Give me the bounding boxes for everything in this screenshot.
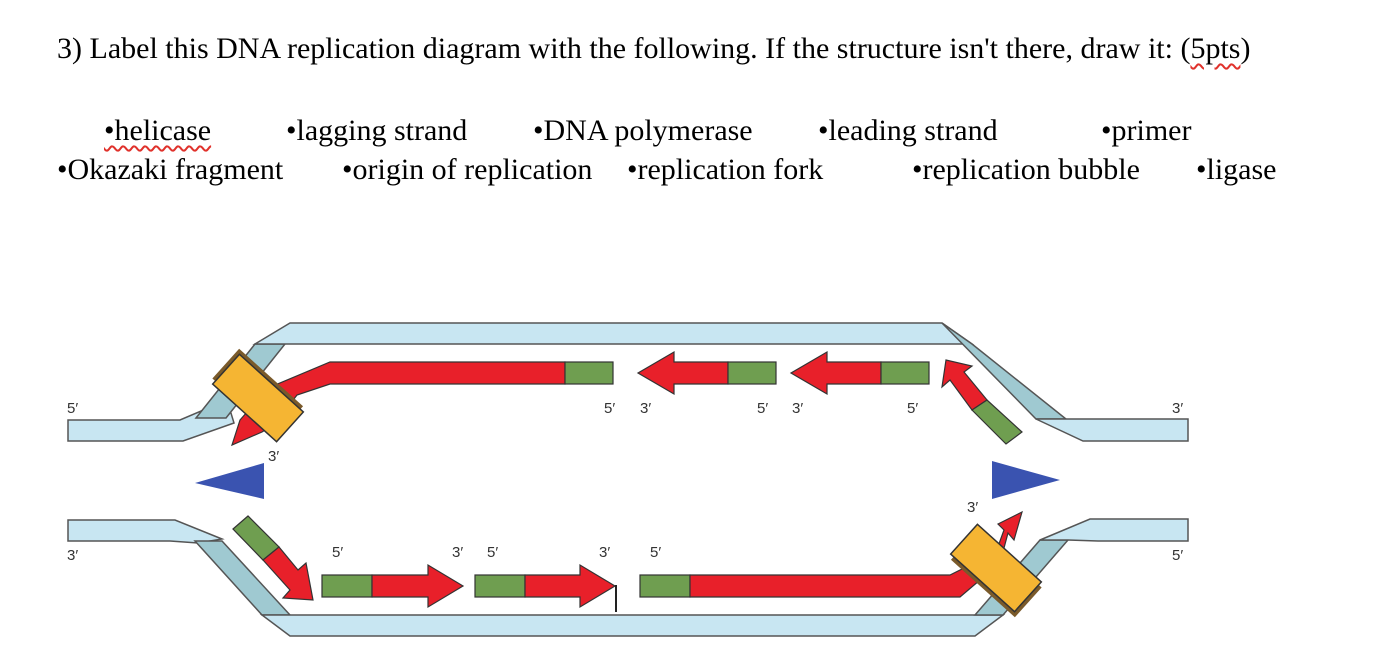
parent-strand-bottom-left-arm xyxy=(67,519,225,544)
bottom-primer-1 xyxy=(321,574,373,598)
top-primer-2 xyxy=(727,361,777,385)
term-lagging-strand: •lagging strand xyxy=(286,114,468,147)
term-origin-of-replication: •origin of replication xyxy=(342,153,593,186)
label-top-left-5: 5′ xyxy=(67,400,78,417)
top-okazaki-fragment-2 xyxy=(636,350,729,396)
label-top-frag1-5: 5′ xyxy=(604,400,615,417)
label-top-frag1-3: 3′ xyxy=(640,400,651,417)
question-prefix: 3) Label this DNA replication diagram wi… xyxy=(57,32,1191,65)
term-replication-fork: •replication fork xyxy=(627,153,824,186)
term-helicase: •helicase xyxy=(104,114,212,147)
label-top-frag3-5: 5′ xyxy=(907,400,918,417)
top-okazaki-fragment-3 xyxy=(789,350,882,396)
term-leading-strand: •leading strand xyxy=(818,114,998,147)
question-points: 5pts xyxy=(1190,32,1241,65)
helicase-left xyxy=(211,348,305,443)
label-right-helicase-3: 3′ xyxy=(967,499,978,516)
label-top-frag2-3: 3′ xyxy=(792,400,803,417)
helicase-right xyxy=(949,523,1043,618)
parent-strand-top-left-arm xyxy=(67,398,235,442)
term-okazaki-fragment: •Okazaki fragment xyxy=(57,153,284,186)
parent-strand-bottom-bar xyxy=(259,614,1006,637)
label-bot-frag3-5: 5′ xyxy=(650,544,661,561)
question-suffix: ) xyxy=(1240,32,1251,65)
bottom-okazaki-fragment-1 xyxy=(371,563,465,609)
parent-strand-top-bar xyxy=(252,322,975,345)
label-top-frag2-5: 5′ xyxy=(757,400,768,417)
parent-strand-top-right-arm xyxy=(1035,418,1189,442)
top-okazaki-long-red xyxy=(231,361,566,447)
label-left-helicase-3: 3′ xyxy=(268,448,279,465)
label-bottom-right-5: 5′ xyxy=(1172,547,1183,564)
top-primer-3 xyxy=(880,361,930,385)
label-bot-frag1-3: 3′ xyxy=(452,544,463,561)
label-bot-frag2-5: 5′ xyxy=(487,544,498,561)
bottom-okazaki-fragment-2 xyxy=(524,563,617,609)
term-replication-bubble: •replication bubble xyxy=(912,153,1140,186)
label-bottom-left-3: 3′ xyxy=(67,547,78,564)
label-top-right-3: 3′ xyxy=(1172,400,1183,417)
label-bot-frag1-5: 5′ xyxy=(332,544,343,561)
bottom-primer-3 xyxy=(639,574,691,598)
label-bot-frag2-3: 3′ xyxy=(599,544,610,561)
top-primer-1 xyxy=(564,361,614,385)
term-dna-polymerase: •DNA polymerase xyxy=(533,114,753,147)
top-right-primer xyxy=(971,399,1023,445)
fork-direction-left-icon xyxy=(195,463,264,499)
parent-strand-bottom-right-arm xyxy=(1039,518,1189,542)
term-ligase: •ligase xyxy=(1196,153,1277,186)
top-right-new-fragment xyxy=(941,359,988,411)
bottom-primer-2 xyxy=(474,574,526,598)
term-primer: •primer xyxy=(1101,114,1192,147)
fork-direction-right-icon xyxy=(992,461,1060,499)
question-title: 3) Label this DNA replication diagram wi… xyxy=(57,32,1250,66)
bottom-left-new-fragment xyxy=(262,546,314,601)
